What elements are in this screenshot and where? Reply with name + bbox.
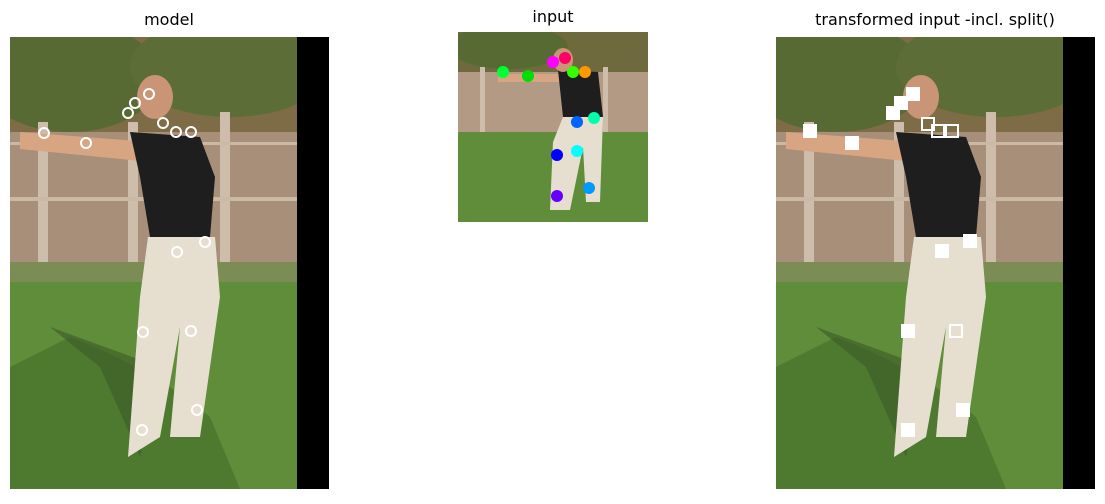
- model-title: model: [144, 10, 194, 29]
- transformed-title: transformed input -incl. split(): [815, 10, 1055, 29]
- model-image: [10, 37, 329, 489]
- model-keypoints: [38, 88, 211, 436]
- input-title: input: [532, 7, 574, 26]
- input-keypoints: [497, 52, 600, 202]
- model-photo: [10, 37, 329, 489]
- transformed-photo: [776, 37, 1095, 489]
- input-image: [458, 32, 648, 222]
- input-photo: [458, 32, 648, 222]
- transformed-image: [776, 37, 1095, 489]
- transformed-markers: [803, 87, 977, 437]
